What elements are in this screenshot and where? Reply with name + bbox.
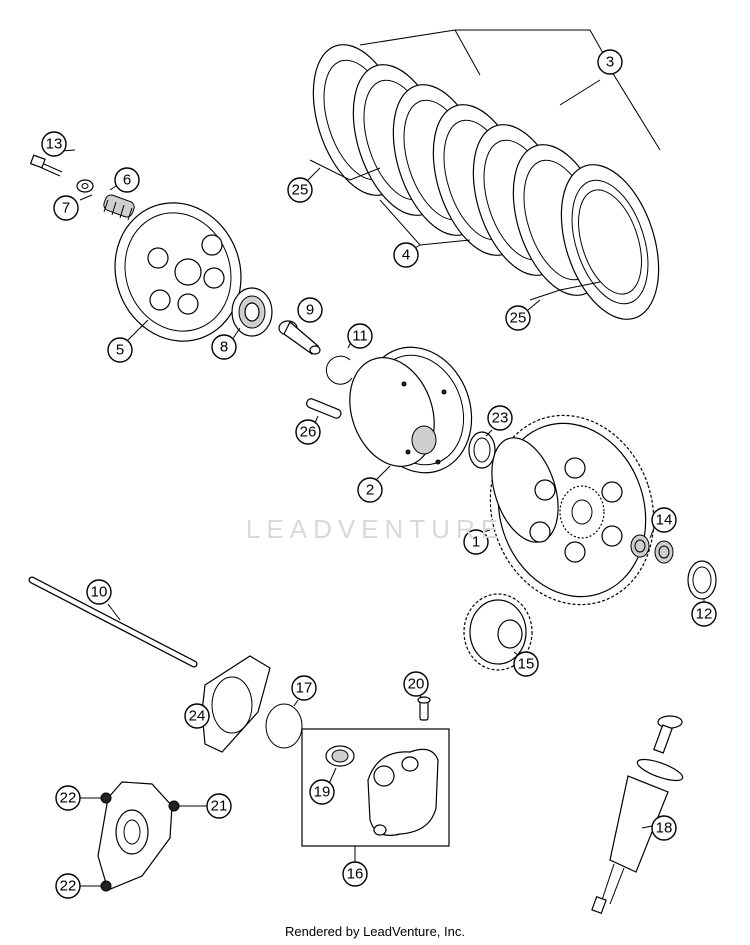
- callout-23: 23: [487, 405, 513, 431]
- callout-18-label: 18: [656, 820, 673, 837]
- pressure-piece: [278, 320, 321, 355]
- callout-24: 24: [184, 703, 210, 729]
- bearing: [231, 287, 273, 337]
- callout-25-top-label: 25: [292, 182, 309, 199]
- callout-3-label: 3: [606, 54, 614, 71]
- thrust-washer-23: [468, 431, 496, 469]
- clutch-plate-stack: [312, 44, 660, 320]
- callout-25-top: 25: [287, 177, 313, 203]
- callout-3: 3: [597, 49, 623, 75]
- plate-leader-lines: [307, 29, 661, 311]
- callout-17-label: 17: [296, 680, 313, 697]
- callout-19-label: 19: [314, 784, 331, 801]
- callout-13-label: 13: [46, 136, 63, 153]
- callout-19: 19: [309, 779, 335, 805]
- callout-24-label: 24: [189, 708, 206, 725]
- callout-20: 20: [403, 671, 429, 697]
- callout-8: 8: [211, 334, 237, 360]
- footer-credit: Rendered by LeadVenture, Inc.: [285, 924, 465, 939]
- callout-26-label: 26: [300, 424, 317, 441]
- callout-4: 4: [393, 242, 419, 268]
- watermark: LEADVENTURE: [245, 514, 505, 544]
- callout-2: 2: [357, 477, 383, 503]
- o-ring: [265, 703, 303, 749]
- callout-22-bottom: 22: [55, 873, 81, 899]
- clutch-cover: [97, 781, 180, 892]
- callout-15: 15: [513, 651, 539, 677]
- callout-14: 14: [651, 507, 677, 533]
- callout-22-top-label: 22: [60, 790, 77, 807]
- callout-1-label: 1: [472, 534, 480, 551]
- washer: [76, 179, 94, 193]
- pressure-plate: [114, 202, 242, 342]
- callout-10: 10: [86, 579, 112, 605]
- callout-16: 16: [342, 861, 368, 887]
- callout-9-label: 9: [306, 302, 314, 319]
- callout-22-top: 22: [55, 785, 81, 811]
- callout-12: 12: [691, 601, 717, 627]
- needle-bearing: [630, 534, 674, 564]
- callout-26: 26: [295, 419, 321, 445]
- callout-1: 1: [463, 529, 489, 555]
- callout-21: 21: [206, 793, 232, 819]
- clutch-basket: [489, 414, 655, 606]
- callout-11-label: 11: [352, 328, 368, 345]
- bleed-screw: [417, 696, 431, 721]
- callout-5: 5: [107, 337, 133, 363]
- callout-21-label: 21: [211, 798, 228, 815]
- push-rod: [28, 576, 198, 668]
- callout-17: 17: [291, 675, 317, 701]
- pin: [306, 398, 342, 419]
- grease-syringe: [591, 715, 684, 915]
- inner-hub: [349, 346, 473, 474]
- circlip: [325, 355, 353, 385]
- callout-18: 18: [651, 815, 677, 841]
- callout-6: 6: [114, 167, 140, 193]
- callout-2-label: 2: [366, 482, 374, 499]
- callout-13: 13: [41, 131, 67, 157]
- gasket: [201, 655, 271, 753]
- callout-4-label: 4: [402, 247, 410, 264]
- callout-23-label: 23: [492, 410, 509, 427]
- callout-25-bottom-label: 25: [510, 310, 527, 327]
- callout-7: 7: [53, 195, 79, 221]
- callout-8-label: 8: [220, 339, 228, 356]
- callout-22-bottom-label: 22: [60, 878, 77, 895]
- callout-25-bottom: 25: [505, 305, 531, 331]
- callout-12-label: 12: [696, 606, 713, 623]
- slave-cylinder-kit: [301, 728, 450, 847]
- kickstart-gear: [463, 593, 533, 671]
- screw: [29, 154, 63, 177]
- callout-14-label: 14: [656, 512, 673, 529]
- callout-20-label: 20: [408, 676, 425, 693]
- callout-16-label: 16: [347, 866, 364, 883]
- callout-15-label: 15: [518, 656, 535, 673]
- callout-5-label: 5: [116, 342, 124, 359]
- callout-10-label: 10: [91, 584, 108, 601]
- callout-7-label: 7: [62, 200, 70, 217]
- spring: [103, 194, 135, 221]
- callout-11: 11: [347, 323, 373, 349]
- callout-6-label: 6: [123, 172, 131, 189]
- washer-12: [687, 560, 717, 600]
- callout-9: 9: [297, 297, 323, 323]
